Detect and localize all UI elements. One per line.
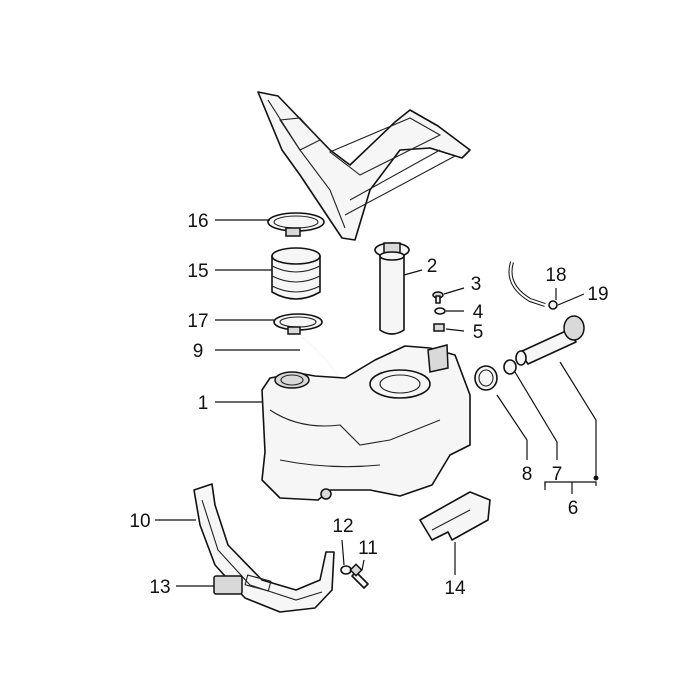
callout-7: 7	[552, 464, 563, 485]
part-19-clip	[548, 300, 558, 310]
part-4-washer	[434, 307, 446, 315]
part-2-fuel-sender	[374, 242, 410, 335]
callout-12: 12	[332, 516, 353, 537]
part-18-vent-hose	[508, 261, 546, 307]
callout-9: 9	[193, 341, 204, 362]
callout-18: 18	[545, 265, 566, 286]
part-7-o-ring	[503, 359, 517, 375]
part-5-nut	[433, 323, 445, 332]
callout-3: 3	[471, 274, 482, 295]
callout-17: 17	[187, 311, 208, 332]
callout-15: 15	[187, 261, 208, 282]
callout-1: 1	[198, 393, 209, 414]
part-11-bolt	[349, 563, 369, 589]
callout-19: 19	[587, 284, 608, 305]
part-3-screw	[432, 291, 444, 304]
part-9-hose	[302, 337, 341, 381]
callout-6: 6	[568, 498, 579, 519]
part-16-clamp	[267, 212, 325, 237]
callout-4: 4	[473, 302, 484, 323]
part-8-hose-clamp	[474, 365, 498, 391]
callout-5: 5	[473, 322, 484, 343]
callout-labels: 16 15 17 9 1 2 3 4 5 18 19 10 13 12 11 1…	[129, 211, 608, 599]
part-14-bracket-plate	[419, 491, 491, 541]
callout-13: 13	[149, 577, 170, 598]
part-17-clamp	[273, 313, 323, 335]
callout-11: 11	[358, 538, 378, 559]
part-6-filler-fitting	[515, 315, 585, 366]
callout-10: 10	[129, 511, 150, 532]
callout-16: 16	[187, 211, 208, 232]
callout-14: 14	[444, 578, 466, 599]
callout-8: 8	[522, 464, 533, 485]
part-13-rubber-pad	[213, 575, 243, 595]
callout-2: 2	[427, 256, 438, 277]
leader-lines	[155, 219, 599, 587]
part-15-sleeve	[271, 247, 321, 300]
part-1-fuel-tank	[261, 344, 471, 501]
upper-frame-panel	[257, 91, 471, 241]
